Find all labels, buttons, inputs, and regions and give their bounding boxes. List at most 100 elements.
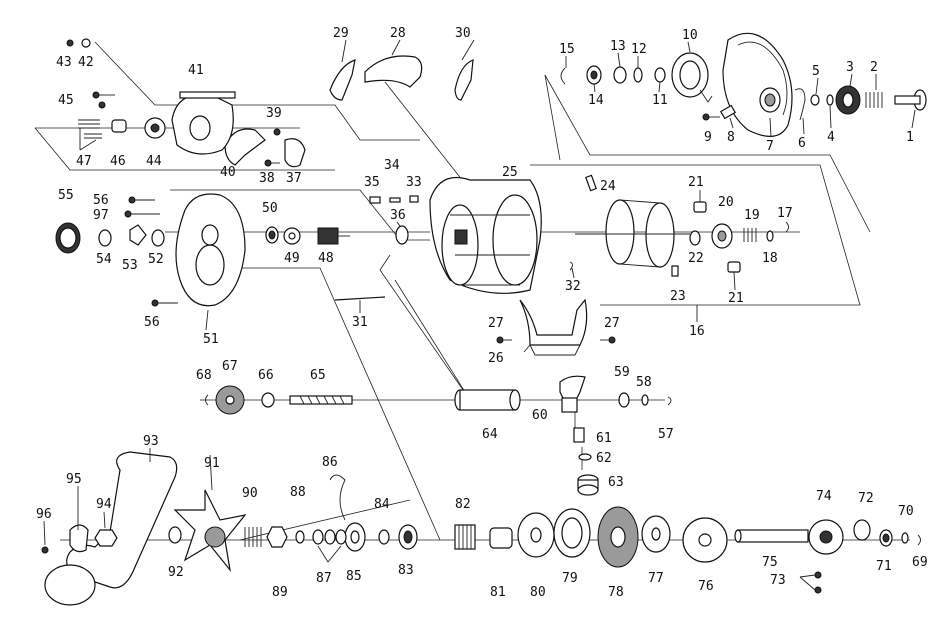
part-21-shoe-top <box>693 201 707 213</box>
label-part-31: 31 <box>352 315 368 330</box>
label-part-9: 9 <box>704 130 712 145</box>
label-part-83: 83 <box>398 563 414 578</box>
part-38-screw <box>264 159 280 167</box>
part-14-bearing <box>586 65 602 85</box>
part-57-clip <box>667 396 672 406</box>
part-8-clip <box>719 104 737 120</box>
label-part-17: 17 <box>777 206 793 221</box>
label-part-87: 87 <box>316 571 332 586</box>
part-45-screws <box>92 91 115 109</box>
part-90-spring <box>244 527 262 547</box>
label-part-2: 2 <box>870 60 878 75</box>
part-85-washer <box>344 522 366 552</box>
label-part-93: 93 <box>143 434 159 449</box>
part-13-ring <box>613 66 627 84</box>
label-part-52: 52 <box>148 252 164 267</box>
label-part-78: 78 <box>608 585 624 600</box>
label-part-46: 46 <box>110 154 126 169</box>
label-part-32: 32 <box>565 279 581 294</box>
part-33-pin <box>409 195 419 203</box>
label-part-45: 45 <box>58 93 74 108</box>
part-68-clip <box>205 394 209 406</box>
part-79-washer <box>553 508 591 558</box>
label-part-81: 81 <box>490 585 506 600</box>
part-60-line-guide <box>559 375 586 413</box>
part-95-plate <box>69 524 89 553</box>
part-49-gear <box>283 227 301 245</box>
part-21-shoe-bottom <box>727 261 741 273</box>
part-47-springs <box>78 119 102 139</box>
label-part-38: 38 <box>259 171 275 186</box>
part-59-bearing <box>618 392 630 408</box>
label-part-34: 34 <box>384 158 400 173</box>
part-27-screw-right <box>600 336 616 344</box>
label-part-43: 43 <box>56 55 72 70</box>
label-part-72: 72 <box>858 491 874 506</box>
part-55-ring <box>55 222 81 254</box>
part-5-washer <box>810 94 820 106</box>
label-part-64: 64 <box>482 427 498 442</box>
part-43-screw <box>66 39 74 47</box>
label-part-42: 42 <box>78 55 94 70</box>
label-part-67: 67 <box>222 359 238 374</box>
label-part-75: 75 <box>762 555 778 570</box>
part-39-pin <box>273 128 281 136</box>
part-17-clip <box>785 221 789 233</box>
parts <box>41 32 927 606</box>
label-part-57: 57 <box>658 427 674 442</box>
label-part-47: 47 <box>76 154 92 169</box>
label-part-29: 29 <box>333 26 349 41</box>
label-part-95: 95 <box>66 472 82 487</box>
part-52-washer <box>151 229 165 247</box>
part-24-spool <box>575 174 690 268</box>
label-part-41: 41 <box>188 63 204 78</box>
part-73-screws <box>814 571 822 594</box>
label-part-74: 74 <box>816 489 832 504</box>
part-22-bearing <box>689 230 701 246</box>
label-part-3: 3 <box>846 60 854 75</box>
label-part-22: 22 <box>688 251 704 266</box>
label-part-18: 18 <box>762 251 778 266</box>
part-31-rod <box>334 296 386 301</box>
label-part-63: 63 <box>608 475 624 490</box>
part-50-bearing <box>265 226 279 244</box>
label-part-69: 69 <box>912 555 928 570</box>
label-part-51: 51 <box>203 332 219 347</box>
label-part-88: 88 <box>290 485 306 500</box>
part-84-washer <box>378 529 390 545</box>
part-92-washer <box>168 526 182 544</box>
part-76-star-drag <box>682 517 728 563</box>
part-34-screw <box>389 197 401 203</box>
part-77-washer <box>641 515 671 553</box>
part-26-thumb-bar <box>519 298 588 356</box>
part-28-cover <box>364 55 423 88</box>
label-part-28: 28 <box>390 26 406 41</box>
label-part-70: 70 <box>898 504 914 519</box>
part-9-screw <box>702 113 720 121</box>
part-6-spring-wire <box>794 88 806 121</box>
label-part-92: 92 <box>168 565 184 580</box>
part-7-side-plate <box>722 32 793 137</box>
label-part-5: 5 <box>812 64 820 79</box>
label-part-48: 48 <box>318 251 334 266</box>
part-20-brake <box>711 223 733 249</box>
label-part-33: 33 <box>406 175 422 190</box>
label-part-27-left: 27 <box>488 316 504 331</box>
part-80-washer <box>517 512 555 558</box>
part-61-pawl <box>573 427 585 443</box>
part-35-pin <box>369 196 381 204</box>
part-75-shaft <box>734 529 809 543</box>
label-part-58: 58 <box>636 375 652 390</box>
part-67-gear <box>215 385 245 415</box>
part-94-nut <box>94 529 118 547</box>
label-part-23: 23 <box>670 289 686 304</box>
part-83-bearing <box>398 524 418 550</box>
part-74-gear <box>808 519 844 555</box>
part-44-gear <box>144 117 166 139</box>
part-93-handle <box>44 451 178 606</box>
label-part-44: 44 <box>146 154 162 169</box>
part-70-washer <box>901 532 909 544</box>
part-62-washer <box>578 453 592 461</box>
label-part-40: 40 <box>220 165 236 180</box>
label-part-61: 61 <box>596 431 612 446</box>
